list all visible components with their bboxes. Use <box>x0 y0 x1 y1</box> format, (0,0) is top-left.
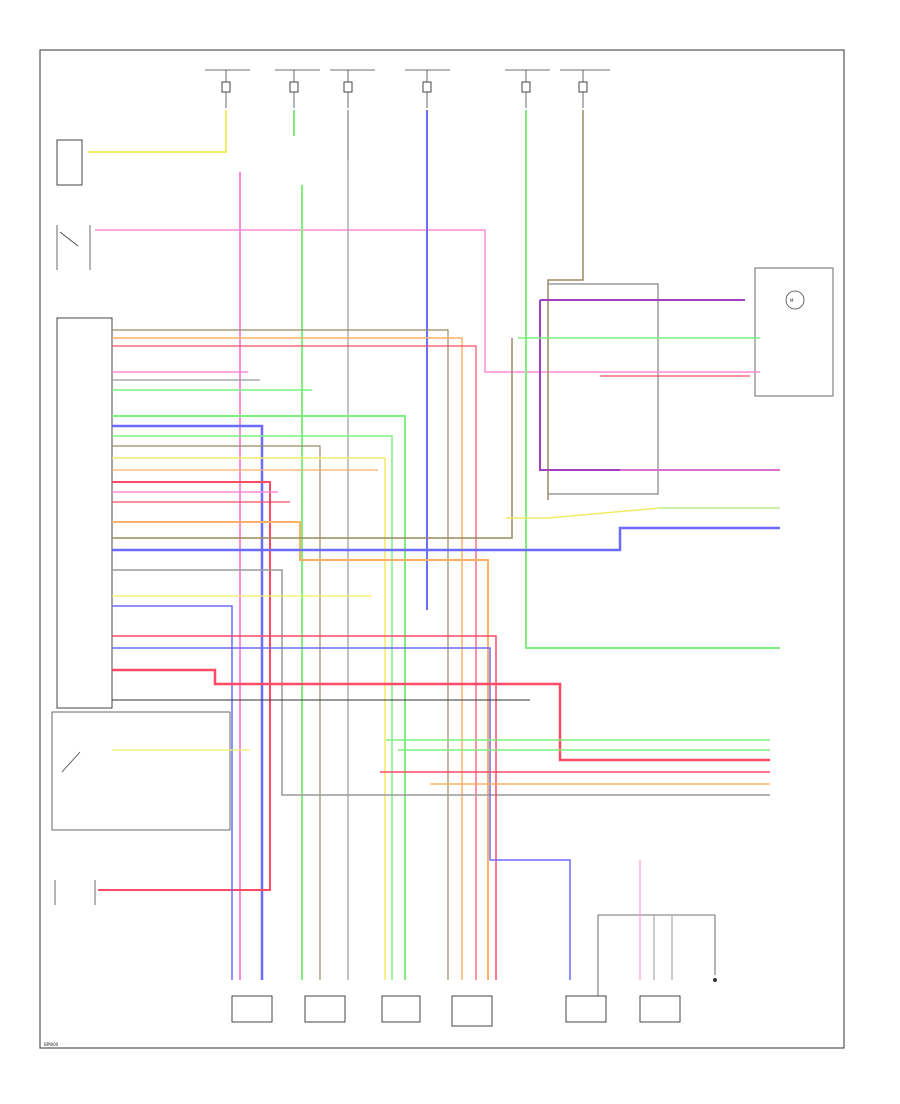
wire-yellow-0 <box>88 110 227 153</box>
sensor-rear <box>381 995 421 1023</box>
wire-orange-28 <box>112 521 489 980</box>
motor-symbol: M <box>790 298 794 303</box>
sensor-right-rear <box>639 995 681 1023</box>
diode-component <box>56 139 83 186</box>
pump-motor-box <box>754 267 834 397</box>
wire-blue-35 <box>112 647 571 980</box>
relay-box <box>51 711 231 831</box>
switch-symbol-2 <box>61 751 81 773</box>
wire-yellow-43 <box>506 507 780 519</box>
sensor-left-rear <box>565 995 607 1023</box>
wire-blue-33 <box>112 605 233 980</box>
wire-olive-22 <box>112 445 321 980</box>
wire-orange-14 <box>112 337 463 980</box>
diagram-frame <box>39 49 845 1049</box>
wire-purple-10 <box>539 300 780 471</box>
abs-control-module <box>56 317 113 709</box>
sensor-g <box>451 995 493 1027</box>
fuse-block-6 <box>560 69 610 108</box>
wire-blue-30 <box>112 526 780 552</box>
switch-symbol-1 <box>59 231 79 247</box>
wire-green-19 <box>112 415 406 980</box>
wire-yellow-23 <box>112 457 386 980</box>
sensor-left-front <box>231 995 273 1023</box>
sensor-right-front <box>304 995 346 1023</box>
wire-green-8 <box>525 110 780 649</box>
wire-olive-9 <box>547 110 584 500</box>
fuse-block-2 <box>275 69 320 108</box>
wire-pink-2 <box>95 229 760 373</box>
relay-bracket <box>547 283 659 495</box>
fuse-block-1 <box>205 69 250 108</box>
fuse-block-4 <box>405 69 450 108</box>
wire-red-36 <box>112 668 770 762</box>
wire-olive-29 <box>112 338 513 539</box>
wire-gray-31 <box>112 569 770 796</box>
wire-green-21 <box>112 435 393 980</box>
wire-red-34 <box>112 635 497 980</box>
motor-icon <box>785 290 805 310</box>
wire-olive-13 <box>112 329 449 980</box>
wires <box>88 110 780 980</box>
ground-point <box>713 978 717 982</box>
wire-blue-20 <box>112 424 264 980</box>
fuse-block-3 <box>330 69 375 108</box>
footer-code: BPW00 <box>44 1042 59 1047</box>
wire-red-15 <box>112 345 477 980</box>
wire-red-25 <box>98 481 271 891</box>
fuse-block-5 <box>505 69 550 108</box>
